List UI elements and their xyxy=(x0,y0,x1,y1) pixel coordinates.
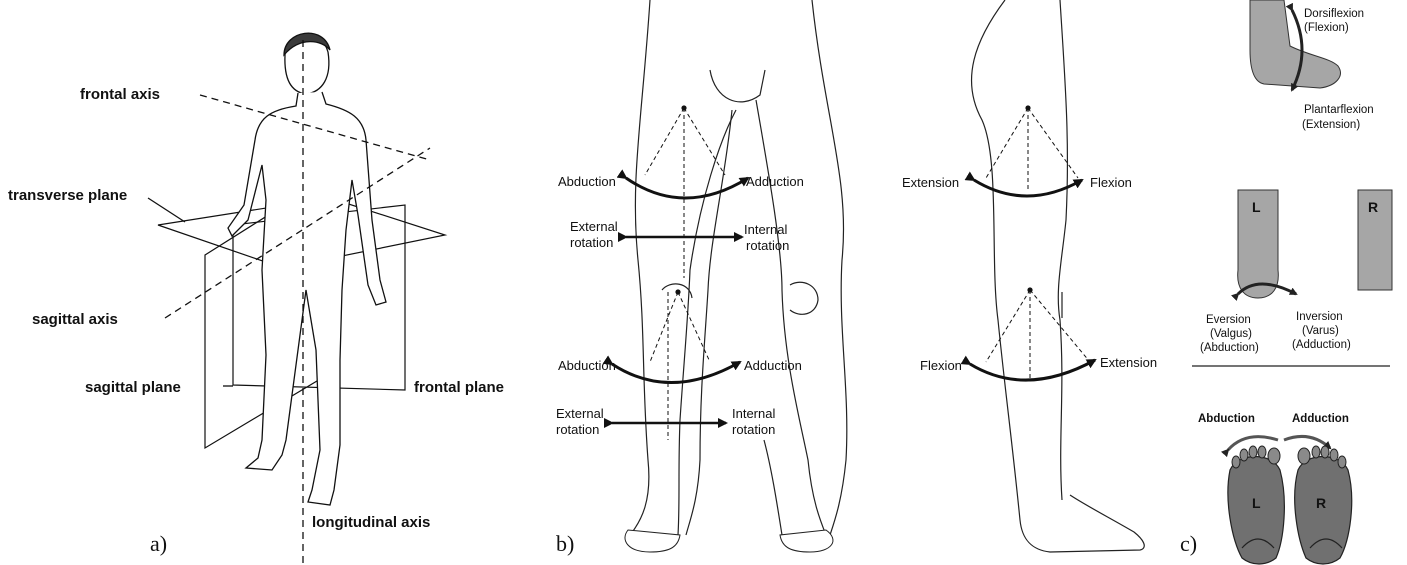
inversion-label-2: (Varus) xyxy=(1302,325,1339,337)
left-foot xyxy=(780,530,833,552)
side-leg-front-outline xyxy=(1058,0,1067,500)
human-figure xyxy=(228,33,386,505)
side-hip-motion: Extension Flexion xyxy=(902,105,1132,196)
right-toe-5 xyxy=(1338,456,1346,468)
side-hip-flexion-guide xyxy=(1028,108,1078,178)
side-hip-extension-label: Extension xyxy=(902,175,959,190)
hip-internal-rotation-label-2: rotation xyxy=(746,238,789,253)
left-toe-4 xyxy=(1240,449,1248,461)
hip-abduction-arrow xyxy=(626,178,748,198)
eversion-label-1: Eversion xyxy=(1206,314,1251,326)
knee-adduction-label: Adduction xyxy=(744,358,802,373)
plantarflexion-label-2: (Extension) xyxy=(1302,119,1360,131)
front-legs-outline xyxy=(630,0,847,545)
right-foot xyxy=(625,530,680,552)
left-toe-5 xyxy=(1232,456,1240,468)
plantarflexion-label-1: Plantarflexion xyxy=(1304,104,1374,116)
foot-motions-diagram: Dorsiflexion (Flexion) Plantarflexion (E… xyxy=(1180,0,1407,565)
side-knee-extension-label: Extension xyxy=(1100,355,1157,370)
dorsiflexion-label-2: (Flexion) xyxy=(1304,22,1349,34)
hip-abduction-guide xyxy=(645,108,684,175)
inversion-label-1: Inversion xyxy=(1296,311,1343,323)
panel-c-letter: c) xyxy=(1180,531,1197,556)
hip-adduction-guide xyxy=(684,108,725,175)
knee-abduction-arrow xyxy=(612,362,740,383)
hip-abduction-label: Abduction xyxy=(558,174,616,189)
panel-b-hip-knee-motions: Abduction Adduction External rotation In… xyxy=(550,0,1180,565)
transverse-plane-label: transverse plane xyxy=(8,187,127,204)
knee-internal-rotation-label-1: Internal xyxy=(732,406,775,421)
panel-a-letter: a) xyxy=(150,531,167,556)
front-knee-motion: Abduction Adduction External rotation In… xyxy=(556,289,802,440)
right-toe-4 xyxy=(1330,449,1338,461)
knee-abduction-label: Abduction xyxy=(558,358,616,373)
knee-internal-rotation-label-2: rotation xyxy=(732,422,775,437)
hip-internal-rotation-label-1: Internal xyxy=(744,222,787,237)
right-toe-2 xyxy=(1312,446,1320,458)
right-toe-3 xyxy=(1321,446,1329,458)
inversion-label-3: (Adduction) xyxy=(1292,339,1351,351)
transverse-plane-leader xyxy=(148,198,185,222)
eversion-label-2: (Valgus) xyxy=(1210,328,1252,340)
sagittal-plane-label: sagittal plane xyxy=(85,379,181,396)
right-heel-letter: R xyxy=(1368,199,1378,215)
eversion-label-3: (Abduction) xyxy=(1200,342,1259,354)
panel-b-letter: b) xyxy=(556,531,574,556)
left-leg-outer-outline xyxy=(812,0,847,535)
side-hip-flexion-label: Flexion xyxy=(1090,175,1132,190)
leg-motions-diagram: Abduction Adduction External rotation In… xyxy=(550,0,1180,565)
hip-external-rotation-label-2: rotation xyxy=(570,235,613,250)
side-knee-flexion-guide xyxy=(986,290,1030,362)
left-toe-3 xyxy=(1249,446,1257,458)
knee-external-rotation-label-1: External xyxy=(556,406,604,421)
left-big-toe xyxy=(1268,448,1280,464)
frontal-axis-label: frontal axis xyxy=(80,86,160,103)
front-feet xyxy=(625,530,833,552)
left-sole-letter: L xyxy=(1252,495,1261,511)
forefoot-abduction-label: Abduction xyxy=(1198,413,1255,425)
front-hip-motion: Abduction Adduction External rotation In… xyxy=(558,105,804,278)
forefoot-adduction-label: Adduction xyxy=(1292,413,1349,425)
side-knee-flexion-arrow xyxy=(970,360,1095,380)
right-sole-letter: R xyxy=(1316,495,1326,511)
frontal-plane-label: frontal plane xyxy=(414,379,504,396)
side-leg-outline xyxy=(972,0,1145,552)
side-knee-motion: Flexion Extension xyxy=(920,287,1157,380)
body-outline xyxy=(228,92,386,505)
sagittal-axis-label: sagittal axis xyxy=(32,311,118,328)
ankle-motion: Dorsiflexion (Flexion) Plantarflexion (E… xyxy=(1250,0,1374,131)
knee-joint-dot xyxy=(675,289,680,294)
longitudinal-axis-label: longitudinal axis xyxy=(312,514,430,531)
right-leg-left-outline xyxy=(630,0,736,545)
forefoot-motion: Abduction Adduction L R xyxy=(1198,413,1352,564)
groin-outline xyxy=(710,70,765,102)
right-leg-inner-outline xyxy=(686,110,732,535)
panel-a-body-planes: frontal axis transverse plane sagittal a… xyxy=(0,0,550,565)
left-heel-letter: L xyxy=(1252,199,1261,215)
side-knee-flexion-label: Flexion xyxy=(920,358,962,373)
left-leg-inner-outline xyxy=(756,100,826,545)
subtalar-motion: L R Eversion (Valgus) (Abduction) Invers… xyxy=(1200,190,1392,354)
knee-external-rotation-label-2: rotation xyxy=(556,422,599,437)
dorsiflexion-label-1: Dorsiflexion xyxy=(1304,8,1364,20)
hip-adduction-label: Adduction xyxy=(746,174,804,189)
panel-c-foot-motions: Dorsiflexion (Flexion) Plantarflexion (E… xyxy=(1180,0,1407,565)
hip-external-rotation-label-1: External xyxy=(570,219,618,234)
knee-cap-outline xyxy=(790,282,818,314)
right-big-toe xyxy=(1298,448,1310,464)
side-leg-back-outline xyxy=(972,0,1145,552)
left-toe-2 xyxy=(1258,446,1266,458)
body-planes-diagram: frontal axis transverse plane sagittal a… xyxy=(0,0,550,565)
knee-abduction-guide xyxy=(650,292,678,362)
